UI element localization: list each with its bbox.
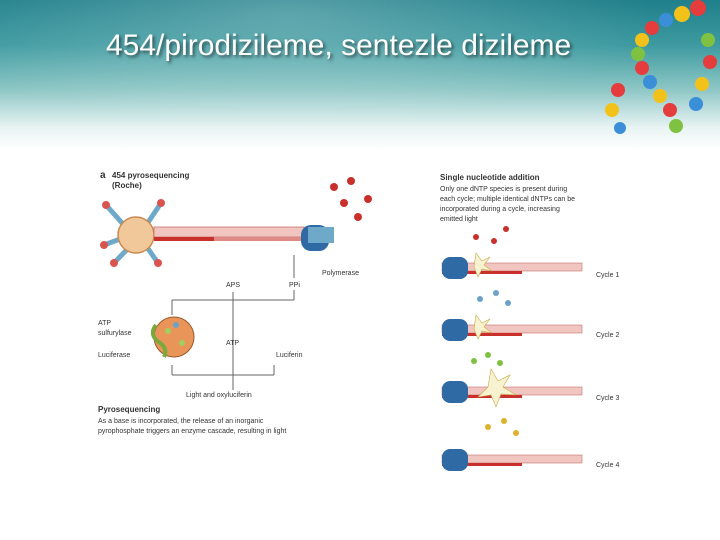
right-panel: Single nucleotide addition Only one dNTP…: [440, 173, 619, 471]
slide-title: 454/pirodizileme, sentezle dizileme: [106, 24, 576, 68]
left-heading-line1: 454 pyrosequencing: [112, 171, 189, 180]
cycle-4-row: Cycle 4: [442, 418, 619, 471]
light-label: Light and oxyluciferin: [186, 392, 252, 399]
panel-letter: a: [100, 170, 106, 181]
cycle-2-row: Cycle 2: [442, 290, 619, 341]
ppi-label: PPi: [289, 282, 300, 289]
right-heading: Single nucleotide addition: [440, 173, 540, 182]
pyrosequencing-desc-line1: As a base is incorporated, the release o…: [98, 418, 264, 425]
cycle-3-label: Cycle 3: [596, 395, 619, 402]
pyrosequencing-figure: a 454 pyrosequencing (Roche) Polymerase: [96, 165, 636, 485]
right-desc-line3: incorporated during a cycle, increasing: [440, 206, 560, 213]
right-desc-line2: each cycle; multiple identical dNTPs can…: [440, 196, 575, 203]
pyrosequencing-desc-line2: pyrophosphate triggers an enzyme cascade…: [98, 428, 286, 435]
aps-label: APS: [226, 282, 240, 289]
right-desc-line4: emitted light: [440, 216, 478, 223]
cycle-4-label: Cycle 4: [596, 462, 619, 469]
pyrosequencing-title: Pyrosequencing: [98, 405, 160, 414]
atp-mid-label: ATP: [226, 340, 239, 347]
polymerase-label: Polymerase: [322, 270, 359, 277]
sulfurylase-label: sulfurylase: [98, 330, 132, 337]
left-heading-line2: (Roche): [112, 181, 142, 190]
dntp-molecules: [330, 177, 372, 221]
right-desc-line1: Only one dNTP species is present during: [440, 186, 567, 193]
luciferase-label: Luciferase: [98, 352, 130, 359]
enzyme-blob: [153, 317, 194, 357]
luciferin-label: Luciferin: [276, 352, 303, 359]
cycle-2-label: Cycle 2: [596, 332, 619, 339]
bead-strand: [605, 0, 717, 134]
dna-beads-decoration: [598, 0, 720, 150]
cycle-1-label: Cycle 1: [596, 272, 619, 279]
atp-left-label: ATP: [98, 320, 111, 327]
cycle-1-row: Cycle 1: [442, 226, 619, 279]
template-strand: [154, 225, 334, 251]
cycle-3-row: Cycle 3: [442, 352, 619, 407]
left-panel: a 454 pyrosequencing (Roche) Polymerase: [98, 170, 372, 435]
